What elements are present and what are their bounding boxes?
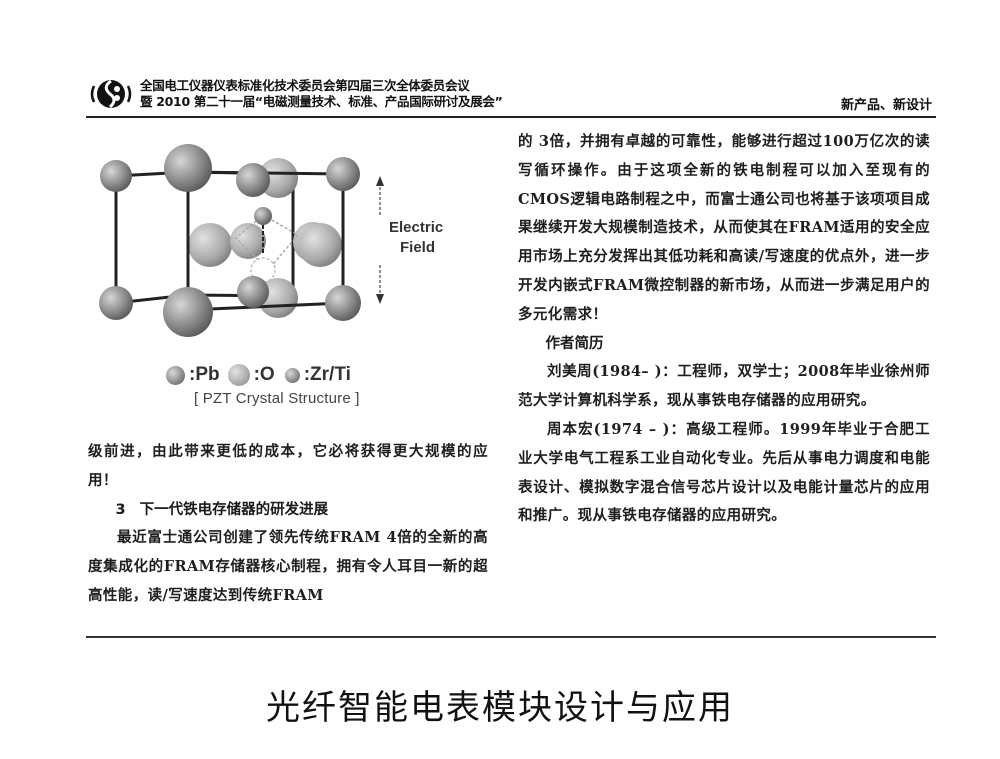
o-sphere-icon: [227, 364, 250, 386]
right-column: 的 3倍，并拥有卓越的可靠性，能够进行超过100万亿次的读写循环操作。由于这项全…: [518, 128, 930, 531]
left-paragraph-2: 最近富士通公司创建了领先传统FRAM 4倍的全新的高度集成化的FRAM存储器核心…: [88, 529, 488, 604]
next-article-title: 光纤智能电表模块设计与应用: [266, 688, 734, 728]
author-bio-1: 刘美周(1984– )：工程师，双学士；2008年毕业徐州师范大学计算机科学系，…: [518, 363, 930, 410]
legend-zrti: :Zr/Ti: [303, 364, 351, 385]
pzt-crystal-figure: Electric Field :Pb :O :Zr/Ti [ PZT Cryst…: [88, 120, 488, 430]
zrti-sphere-icon: [284, 367, 300, 383]
crystal-structure-diagram: Electric Field: [99, 144, 443, 337]
header-line-1: 全国电工仪器仪表标准化技术委员会第四届三次全体委员会议: [140, 78, 470, 93]
running-header: 全国电工仪器仪表标准化技术委员会第四届三次全体委员会议 暨 2010 第二十一届…: [88, 76, 934, 114]
legend-pb: :Pb: [189, 364, 220, 385]
figure-legend: :Pb :O :Zr/Ti: [166, 364, 351, 386]
header-divider: [86, 116, 936, 118]
section-number: 3: [115, 501, 126, 518]
legend-o: :O: [253, 364, 275, 385]
field-label: Field: [400, 239, 435, 256]
author-bio-2: 周本宏(1974 – )：高级工程师。1999年毕业于合肥工业大学电气工程系工业…: [518, 420, 930, 525]
left-column: Electric Field :Pb :O :Zr/Ti [ PZT Cryst…: [88, 120, 488, 611]
header-line-2: 暨 2010 第二十一届“电磁测量技术、标准、产品国际研讨及展会”: [140, 94, 503, 109]
article-divider: [86, 636, 936, 638]
left-paragraph-1: 级前进，由此带来更低的成本，它必将获得更大规模的应用！: [88, 443, 488, 489]
conference-logo-icon: [90, 79, 132, 109]
author-bio-heading: 作者简历: [545, 335, 604, 352]
pb-sphere-icon: [166, 365, 185, 385]
section-label: 新产品、新设计: [840, 98, 932, 113]
section-title: 下一代铁电存储器的研发进展: [139, 501, 329, 518]
figure-caption: [ PZT Crystal Structure ]: [194, 390, 360, 407]
right-paragraph-1: 的 3倍，并拥有卓越的可靠性，能够进行超过100万亿次的读写循环操作。由于这项全…: [518, 133, 930, 323]
electric-label: Electric: [389, 219, 443, 236]
section-heading: 3 下一代铁电存储器的研发进展: [88, 496, 488, 525]
